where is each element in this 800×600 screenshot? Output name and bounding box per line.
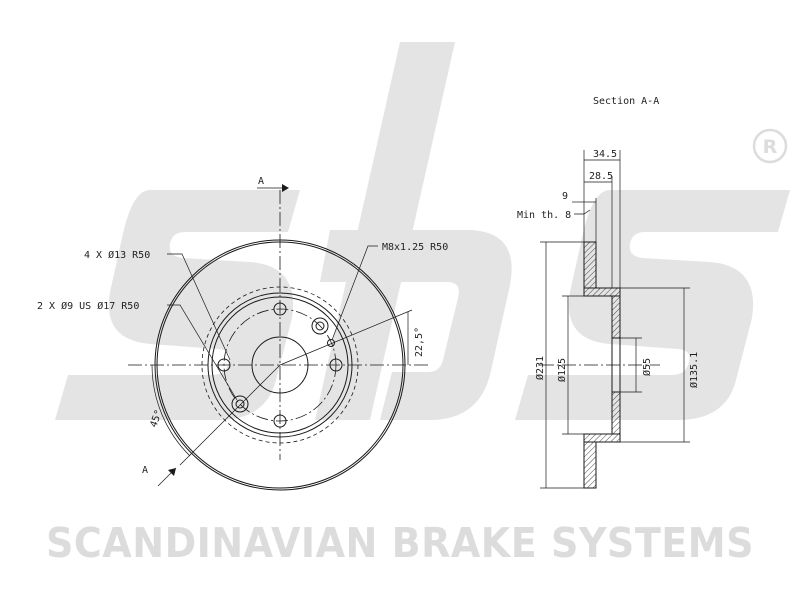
hat-wall xyxy=(207,292,353,438)
callout-thread: M8x1.25 R50 xyxy=(382,242,448,253)
section-title: Section A-A xyxy=(593,96,659,107)
hat-wall-bottom xyxy=(583,433,621,443)
section-arrow-top-icon xyxy=(282,184,289,192)
angle-ray xyxy=(279,309,413,366)
bolt-hole xyxy=(273,414,287,428)
bolt-circle xyxy=(223,308,337,422)
section-view: Section A-A 34.5 28.5 9 Min th. 8 xyxy=(517,96,700,489)
bolt-hole xyxy=(329,358,343,372)
dim-flange: 9 xyxy=(562,191,568,202)
watermark: R SCANDINAVIAN BRAKE SYSTEMS xyxy=(46,42,790,567)
dim-disc-height: 28.5 xyxy=(589,171,613,182)
leader-holes-13 xyxy=(167,253,231,361)
company-name: SCANDINAVIAN BRAKE SYSTEMS xyxy=(46,519,754,567)
dia-bore-label: Ø55 xyxy=(641,358,653,376)
dia-inner-label: Ø125 xyxy=(556,358,568,382)
callout-holes-9: 2 X Ø9 US Ø17 R50 xyxy=(37,300,139,312)
dia-outer-label: Ø231 xyxy=(534,356,546,380)
friction-ring-top xyxy=(583,241,597,289)
friction-ring-bottom xyxy=(583,441,597,489)
countersunk-hole-inner xyxy=(315,321,325,331)
section-mark-bottom: A xyxy=(142,465,148,476)
front-view: A 4 X Ø13 R50 2 X Ø9 US Ø17 R50 M8x1.25 … xyxy=(37,176,448,491)
callout-holes-13: 4 X Ø13 R50 xyxy=(84,249,150,261)
leader-thread xyxy=(331,245,378,341)
hat-wall-top xyxy=(583,287,621,297)
svg-text:R: R xyxy=(763,136,778,158)
angle-45-ray xyxy=(179,364,281,466)
bolt-hole xyxy=(273,302,287,316)
hat-face xyxy=(211,296,349,434)
dim-total-height: 34.5 xyxy=(593,149,617,160)
leader-holes-9 xyxy=(167,304,238,401)
section-mark-top: A xyxy=(258,176,264,187)
disc-outer-edge xyxy=(154,239,406,491)
min-thickness-label: Min th. 8 xyxy=(517,210,571,221)
sbs-logo xyxy=(55,42,790,420)
disc-outer-edge-inner xyxy=(156,241,404,489)
hat-face-bottom xyxy=(611,391,621,435)
hat-face-top xyxy=(611,295,621,339)
centre-bore xyxy=(251,336,309,394)
angle-22-label: 22,5° xyxy=(414,327,425,357)
dia-hat-label: Ø135.1 xyxy=(688,352,700,388)
angle-45-arc xyxy=(151,364,191,457)
countersunk-hole-outer xyxy=(231,395,249,413)
countersunk-hole-outer xyxy=(311,317,329,335)
bolt-hole xyxy=(217,358,231,372)
countersunk-hole-inner xyxy=(235,399,245,409)
leader-min-thickness xyxy=(574,209,591,215)
section-arrow-bottom-icon xyxy=(168,468,176,476)
hat-outer-hidden xyxy=(201,286,359,444)
registered-mark-icon: R xyxy=(752,128,788,164)
threaded-hole xyxy=(327,339,335,347)
